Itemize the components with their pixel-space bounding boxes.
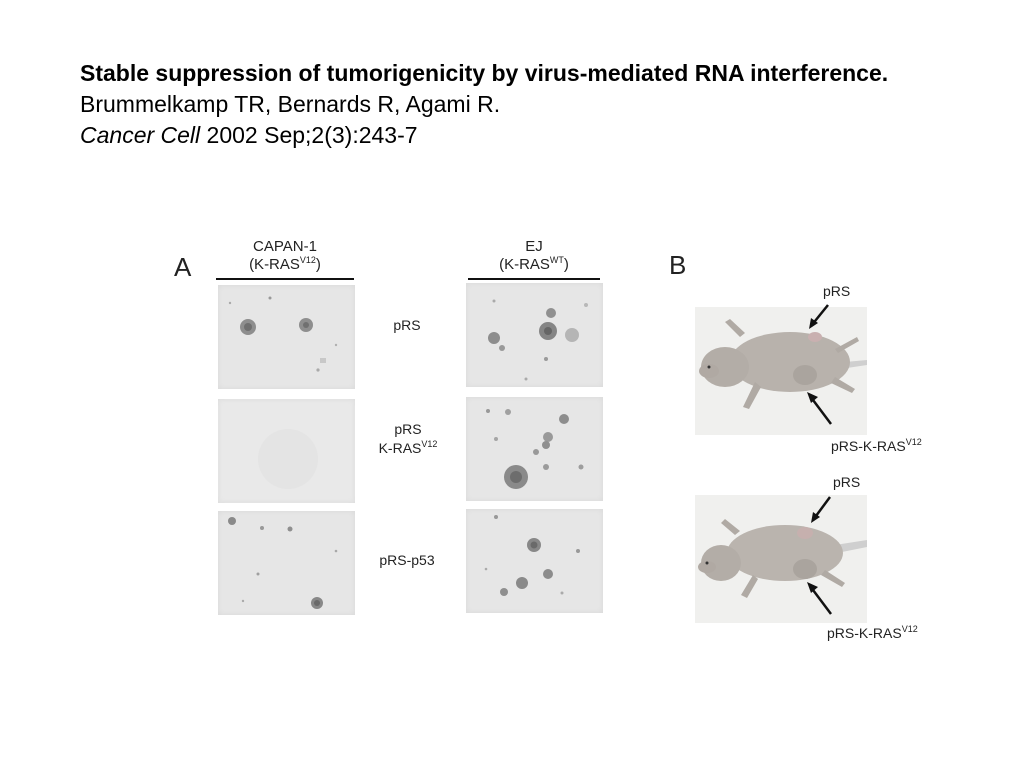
arrow-icon — [807, 392, 832, 425]
row-label-prs-p53: pRS-p53 — [379, 552, 435, 568]
row-label-prs-kras: pRS K-RASV12 — [378, 421, 438, 456]
arrow-icon — [811, 496, 832, 523]
column-header-line1: CAPAN-1 — [253, 238, 317, 255]
photo2-bottom-label: pRS-K-RASV12 — [827, 624, 918, 642]
column-header-line2: (K-RASV12) — [249, 255, 321, 274]
journal-name: Cancer Cell — [80, 122, 201, 148]
dish-ej-prs — [466, 283, 603, 387]
column-header-rule — [468, 278, 600, 280]
mouse-photo-2 — [695, 495, 867, 623]
column-header-line1: EJ — [525, 238, 543, 255]
photo1-bottom-label: pRS-K-RASV12 — [831, 437, 922, 455]
citation: Stable suppression of tumorigenicity by … — [80, 58, 940, 151]
dish-capan1-prs-kras — [218, 399, 355, 503]
arrow-icon — [807, 582, 832, 615]
dish-capan1-prs-p53 — [218, 511, 355, 615]
article-title: Stable suppression of tumorigenicity by … — [80, 60, 889, 86]
mouse-photo-1 — [695, 307, 867, 435]
column-header-rule — [216, 278, 354, 280]
arrow-icon — [809, 304, 829, 329]
column-header-line2: (K-RASWT) — [499, 255, 569, 274]
journal-details: 2002 Sep;2(3):243-7 — [206, 122, 418, 148]
dish-capan1-prs — [218, 285, 355, 389]
panel-a-label: A — [174, 252, 192, 282]
dish-ej-prs-kras — [466, 397, 603, 501]
article-authors: Brummelkamp TR, Bernards R, Agami R. — [80, 91, 501, 117]
column-header-capan1: CAPAN-1 (K-RASV12) — [216, 238, 354, 280]
column-header-ej: EJ (K-RASWT) — [468, 238, 600, 280]
panel-b-label: B — [669, 250, 687, 280]
row-label-prs: pRS — [393, 317, 421, 333]
dish-ej-prs-p53 — [466, 509, 603, 613]
photo2-top-label: pRS — [833, 474, 861, 490]
photo1-top-label: pRS — [823, 283, 851, 299]
